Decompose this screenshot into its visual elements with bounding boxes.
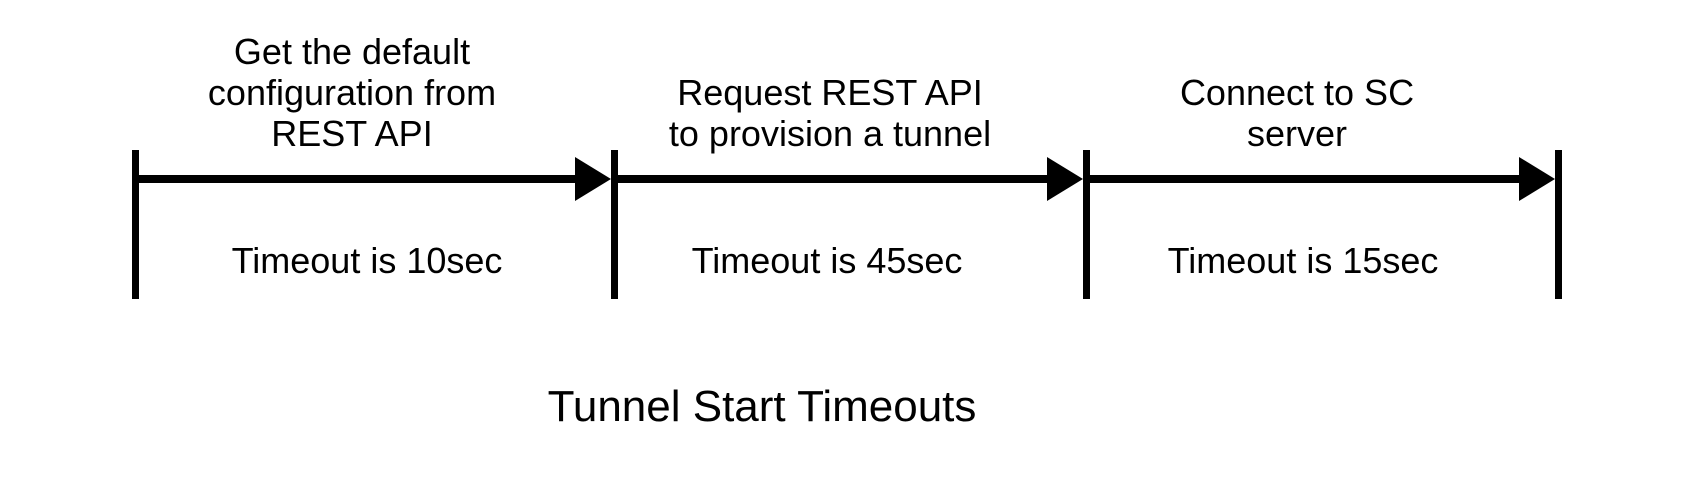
phase-1-timeout-label: Timeout is 10sec <box>231 240 503 281</box>
phase-2-label: Request REST API to provision a tunnel <box>668 72 992 154</box>
timeline-tick-end <box>1555 150 1562 299</box>
arrow-shaft-phase-1 <box>139 175 575 183</box>
phase-3-timeout-label: Timeout is 15sec <box>1167 240 1439 281</box>
arrowhead-icon-phase-3 <box>1519 157 1555 201</box>
phase-3-label: Connect to SC server <box>1179 72 1415 154</box>
phase-2-timeout-label: Timeout is 45sec <box>691 240 963 281</box>
arrowhead-icon-phase-1 <box>575 157 611 201</box>
diagram-title: Tunnel Start Timeouts <box>547 382 977 431</box>
arrow-shaft-phase-2 <box>618 175 1047 183</box>
timeline-tick-3 <box>1083 150 1090 299</box>
arrow-shaft-phase-3 <box>1090 175 1519 183</box>
phase-1-label: Get the default configuration from REST … <box>207 31 497 154</box>
timeline-tick-2 <box>611 150 618 299</box>
arrowhead-icon-phase-2 <box>1047 157 1083 201</box>
timeline-tick-start <box>132 150 139 299</box>
